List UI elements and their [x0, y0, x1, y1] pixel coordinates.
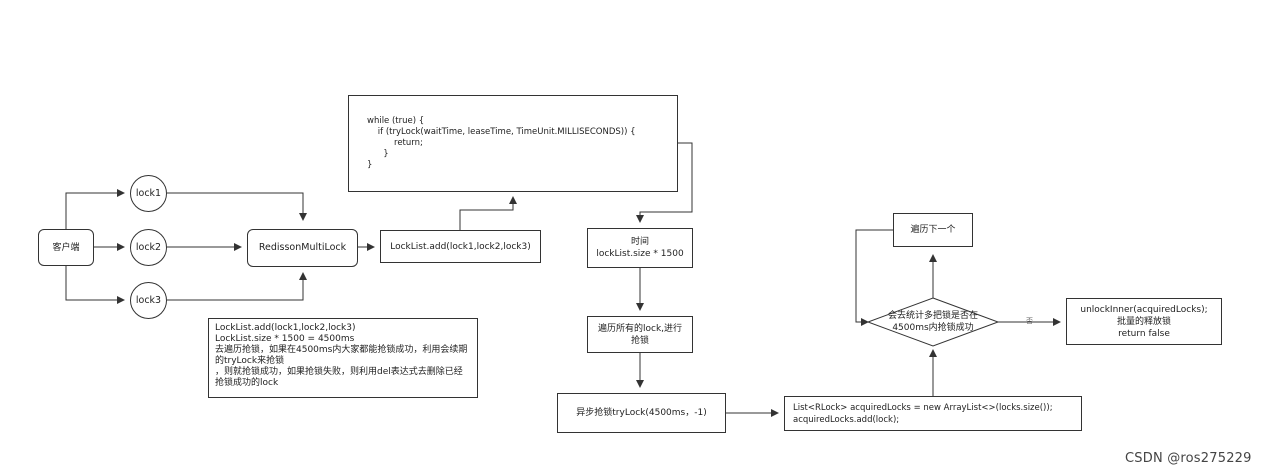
edge-lock1-multilock	[167, 192, 307, 221]
locklist-add-node: LockList.add(lock1,lock2,lock3)	[380, 230, 541, 263]
time-calc-node: 时间 lockList.size * 1500	[587, 228, 693, 268]
edge-label-no: 否	[1026, 317, 1033, 325]
decision-diamond	[866, 297, 1000, 347]
lock2-node: lock2	[130, 229, 167, 266]
explanation-note: LockList.add(lock1,lock2,lock3) LockList…	[208, 318, 478, 398]
traverse-next-node: 遍历下一个	[893, 213, 973, 247]
edge-client-lock1	[65, 189, 125, 230]
unlock-inner-node: unlockInner(acquiredLocks); 批量的释放锁 retur…	[1066, 298, 1222, 345]
edge-next-loop	[855, 229, 893, 326]
edge-code-time	[636, 142, 693, 223]
while-trylock-code-node: while (true) { if (tryLock(waitTime, lea…	[348, 95, 678, 192]
client-node: 客户端	[38, 229, 94, 266]
edge-client-lock3	[65, 266, 125, 304]
async-trylock-node: 异步抢锁tryLock(4500ms，-1)	[557, 393, 726, 433]
edge-lock3-multilock	[167, 272, 307, 301]
lock3-node: lock3	[130, 282, 167, 319]
traverse-locks-node: 遍历所有的lock,进行 抢锁	[587, 316, 693, 353]
decision-label: 会去统计多把锁是否在 4500ms内抢锁成功	[887, 311, 978, 333]
redisson-multilock-node: RedissonMultiLock	[247, 229, 358, 267]
watermark: CSDN @ros275229	[1125, 451, 1252, 466]
edge-locklist-code	[459, 196, 517, 230]
lock1-node: lock1	[130, 175, 167, 212]
acquired-locks-node: List<RLock> acquiredLocks = new ArrayLis…	[784, 396, 1082, 431]
